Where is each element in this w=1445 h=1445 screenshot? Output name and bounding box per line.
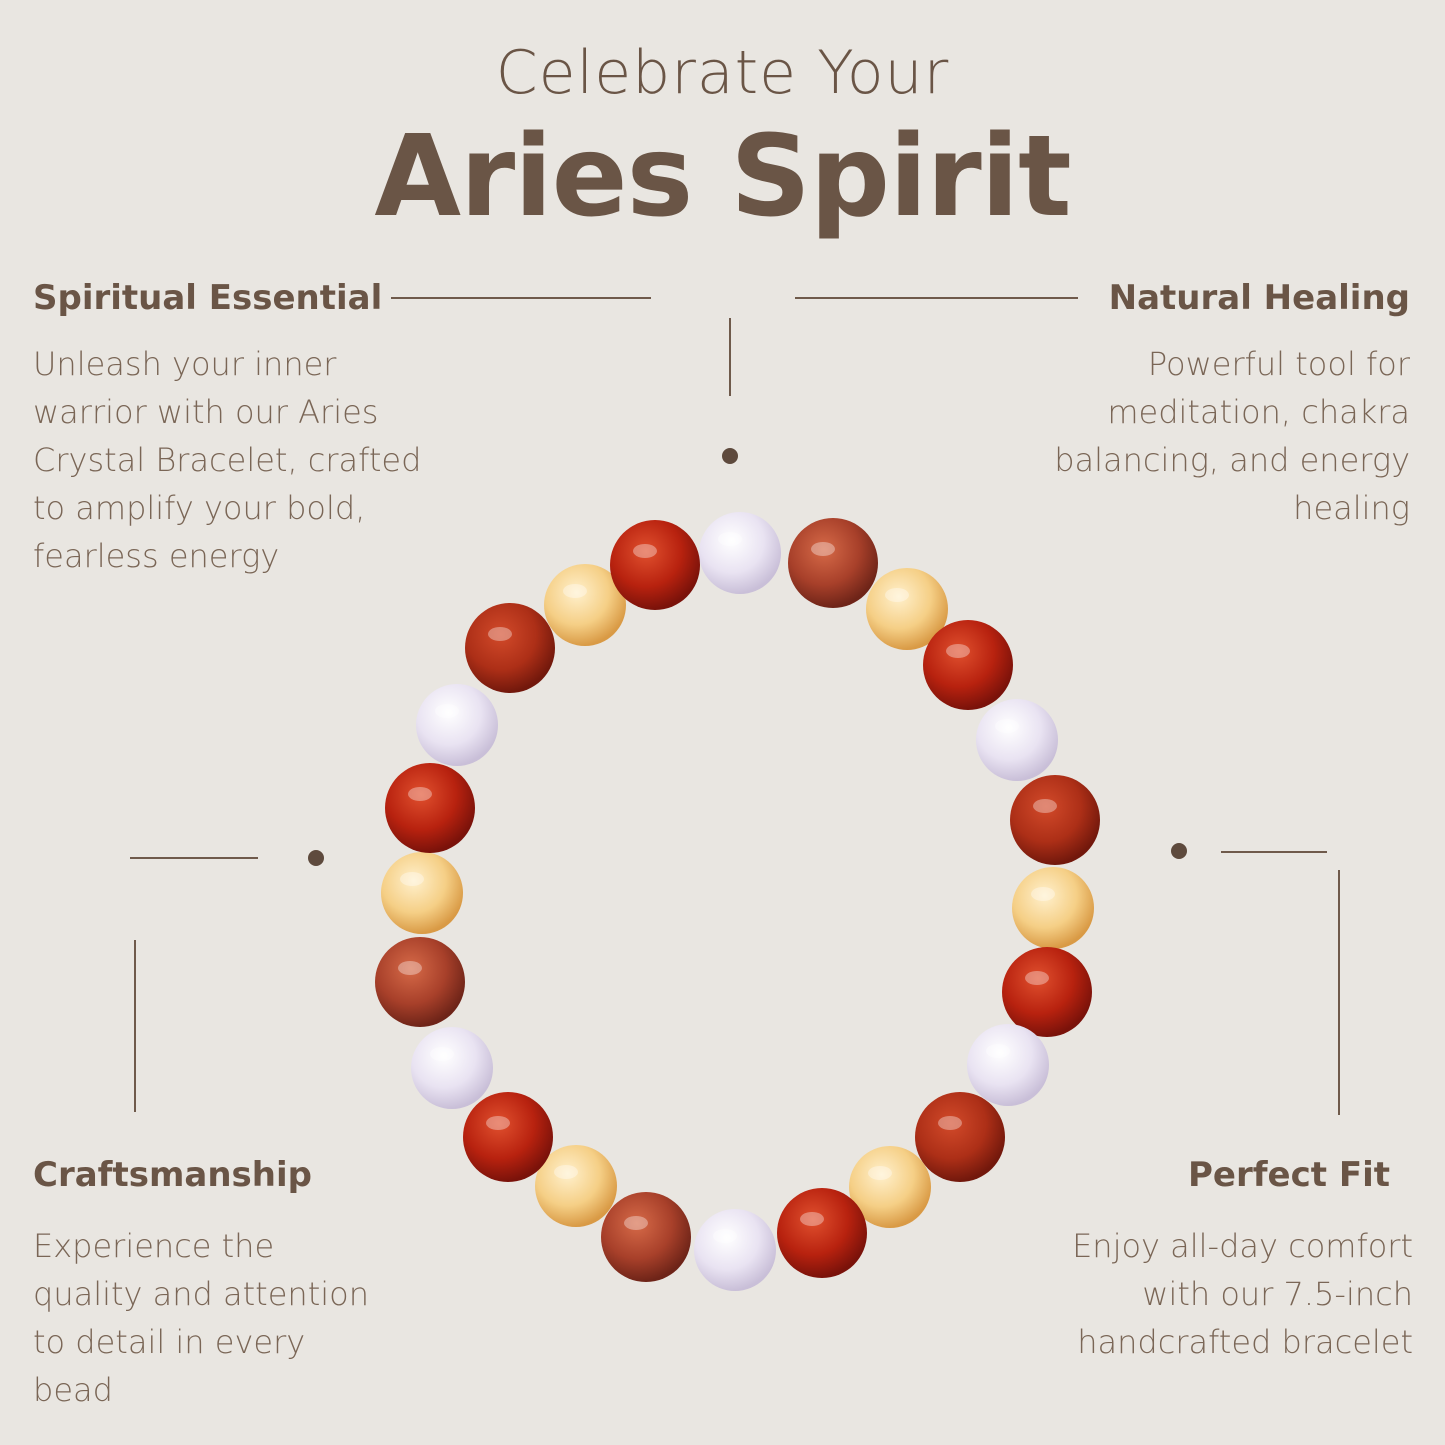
bead-redjasper xyxy=(915,1092,1005,1182)
feature-text-craft: Experience the quality and attention to … xyxy=(33,1227,369,1409)
feature-heading-healing: Natural Healing xyxy=(1108,278,1410,318)
bead-lavender xyxy=(976,699,1058,781)
bead-carnelian xyxy=(463,1092,553,1182)
bead-highlight xyxy=(718,532,742,546)
bead-citrine xyxy=(1012,867,1094,949)
bead-carnelian xyxy=(777,1188,867,1278)
feature-heading-spiritual: Spiritual Essential xyxy=(33,278,383,318)
bead-highlight xyxy=(800,1212,824,1226)
bead-highlight xyxy=(554,1165,578,1179)
connector-line xyxy=(729,318,731,396)
bead-highlight xyxy=(986,1044,1010,1058)
bead-highlight xyxy=(1031,887,1055,901)
bead-redjasper xyxy=(465,603,555,693)
bead-jasper xyxy=(601,1192,691,1282)
bead-highlight xyxy=(488,627,512,641)
connector-line xyxy=(134,940,136,1112)
bead-highlight xyxy=(624,1216,648,1230)
bead-citrine xyxy=(866,568,948,650)
connector-dot xyxy=(308,850,324,866)
bead-highlight xyxy=(946,644,970,658)
bead-citrine xyxy=(849,1146,931,1228)
title-line1: Celebrate Your xyxy=(495,38,950,108)
bead-highlight xyxy=(713,1229,737,1243)
feature-heading-fit: Perfect Fit xyxy=(1188,1155,1390,1195)
bead-lavender xyxy=(411,1027,493,1109)
bead-highlight xyxy=(868,1166,892,1180)
bead-highlight xyxy=(1033,799,1057,813)
connector-dot xyxy=(1171,843,1187,859)
bead-carnelian xyxy=(923,620,1013,710)
bead-carnelian xyxy=(385,763,475,853)
bead-highlight xyxy=(1025,971,1049,985)
bead-lavender xyxy=(699,512,781,594)
bead-citrine xyxy=(535,1145,617,1227)
connector-dot xyxy=(722,448,738,464)
bead-carnelian xyxy=(1002,947,1092,1037)
bead-jasper xyxy=(375,937,465,1027)
bead-lavender xyxy=(416,684,498,766)
connector-line xyxy=(1338,870,1340,1115)
bead-highlight xyxy=(486,1116,510,1130)
bead-highlight xyxy=(398,961,422,975)
connector-line xyxy=(130,857,258,859)
bead-citrine xyxy=(544,564,626,646)
feature-heading-craft: Craftsmanship xyxy=(33,1155,312,1195)
bead-lavender xyxy=(694,1209,776,1291)
bead-highlight xyxy=(400,872,424,886)
bead-redjasper xyxy=(1010,775,1100,865)
connector-line xyxy=(1221,851,1327,853)
bead-highlight xyxy=(938,1116,962,1130)
feature-text-spiritual: Unleash your inner warrior with our Arie… xyxy=(33,345,422,575)
bead-highlight xyxy=(408,787,432,801)
bead-carnelian xyxy=(610,520,700,610)
feature-text-healing: Powerful tool for meditation, chakra bal… xyxy=(1054,345,1410,527)
bead-highlight xyxy=(430,1047,454,1061)
bead-highlight xyxy=(563,584,587,598)
feature-text-fit: Enjoy all-day comfort with our 7.5-inch … xyxy=(1072,1227,1413,1361)
connector-line xyxy=(795,297,1078,299)
bead-jasper xyxy=(788,518,878,608)
bead-highlight xyxy=(633,544,657,558)
bead-citrine xyxy=(381,852,463,934)
bead-highlight xyxy=(885,588,909,602)
bead-highlight xyxy=(435,704,459,718)
bead-lavender xyxy=(967,1024,1049,1106)
title-line2: Aries Spirit xyxy=(374,112,1071,242)
connector-line xyxy=(391,297,651,299)
bead-highlight xyxy=(995,719,1019,733)
bead-highlight xyxy=(811,542,835,556)
